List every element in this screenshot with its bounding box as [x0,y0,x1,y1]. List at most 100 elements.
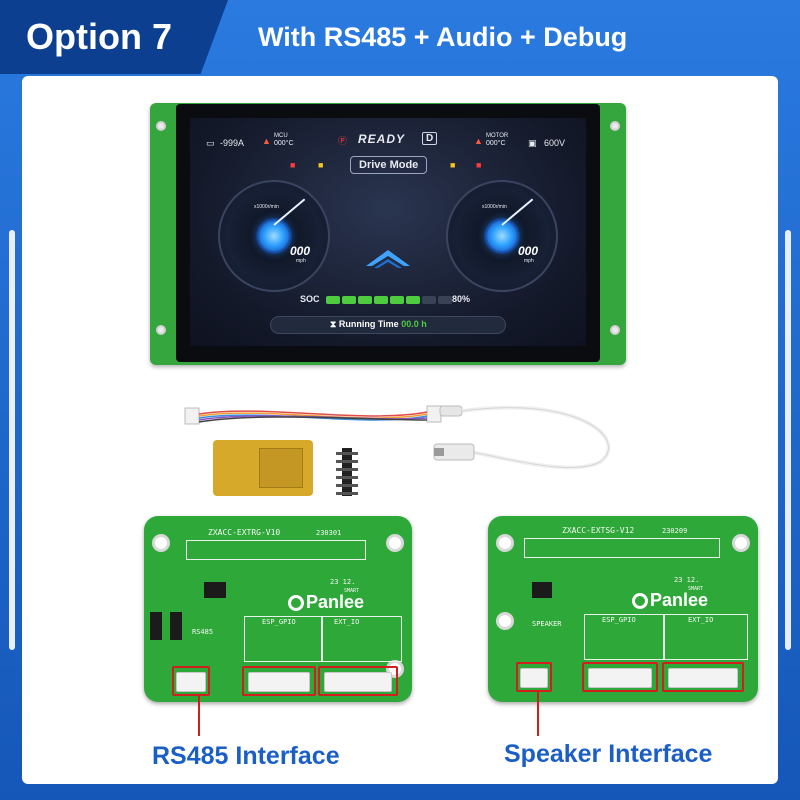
mount-hole [386,534,404,552]
right-gauge: x1000r/min 000 mph [446,180,558,292]
header: Option 7 With RS485 + Audio + Debug [0,0,800,74]
silk-outline [322,616,402,662]
brand-logo: Panlee [632,590,708,611]
board-name: ZXACC-EXTRG-V10 [208,528,281,537]
usb-cable [433,405,611,470]
ready-status: READY [358,132,406,146]
soc-label: SOC [300,294,320,304]
speaker-connector [520,668,548,688]
rs485-interface-caption: RS485 Interface [152,742,340,770]
gauge-value: 000 [290,244,311,258]
logo-icon [632,593,648,610]
board-code: 23 12. [674,576,700,584]
soc-percent: 80% [452,294,471,304]
ext-io-connector [668,668,738,688]
soc-segment [374,296,388,304]
running-time-label: Running Time [338,319,399,329]
thermometer-icon: ▲ [262,136,271,146]
running-time-value: 00.0 [401,319,419,329]
esp-gpio-highlight [582,662,658,692]
board-name: ZXACC-EXTSG-V12 [562,526,635,535]
mount-hole [610,325,620,335]
brand-logo: Panlee [288,592,364,613]
mount-hole [732,534,750,552]
current-readout: -999A [220,138,245,148]
mount-hole [156,121,166,131]
silk-outline [186,540,366,560]
ic-chip [532,582,552,598]
motor-temp: 000°C [486,140,506,147]
soc-segment [390,296,404,304]
silk-outline [244,616,322,662]
soc-segment [422,296,436,304]
soc-bar: SOC 80% [300,294,480,306]
mount-hole [152,534,170,552]
subtitle: With RS485 + Audio + Debug [258,21,628,52]
soc-segment [438,296,452,304]
debug-adapter-board [213,440,313,496]
ext-io-label: EXT_IO [688,616,714,624]
dashboard-screen: ▭ -999A ▲ MCU 000°C Ⓟ READY D ▲ MOTOR 00… [190,118,586,346]
brand-sub: SMART [688,586,704,592]
mount-hole [610,121,620,131]
running-time: ⧗ Running Time 00.0 h [330,319,427,330]
brand-name: Panlee [306,592,365,612]
left-edge-accent [9,230,15,650]
brand-sub: SMART [344,588,360,594]
ext-io-highlight [662,662,744,692]
adapter-connector [259,448,303,488]
alert-icon: ■ [476,160,482,170]
drive-mode-button[interactable]: Drive Mode [350,156,428,174]
rs485-callout-line [198,696,200,736]
gear-indicator: D [422,132,438,145]
silk-outline [524,538,720,558]
mount-hole [496,612,514,630]
ic-chip [170,612,182,640]
running-time-unit: h [421,319,427,329]
ribbon-cable [184,405,442,425]
esp-gpio-highlight [242,666,316,696]
voltage-readout: 600V [544,138,566,148]
esp-gpio-label: ESP_GPIO [602,616,636,624]
speaker-interface-caption: Speaker Interface [504,740,713,768]
motor-label: MOTOR [486,133,509,139]
board-date: 230301 [316,529,342,537]
esp-gpio-label: ESP_GPIO [262,618,296,626]
right-edge-accent [785,230,791,650]
speaker-board: ZXACC-EXTSG-V12 230209 23 12. SMART Panl… [488,516,758,702]
gauge-unit: x1000r/min [254,204,279,210]
parking-icon: Ⓟ [338,136,348,146]
option-label: Option 7 [0,0,228,74]
ext-io-highlight [318,666,398,696]
battery-warning-icon: ■ [318,160,324,170]
esp-gpio-connector [588,668,652,688]
speaker-callout-line [537,692,539,736]
fuel-icon: ■ [450,160,456,170]
ext-io-connector [324,672,392,692]
speed-unit: mph [296,258,306,264]
chevron-up-icon [366,250,410,268]
silk-outline [584,614,664,660]
rs485-connector [176,672,206,692]
speaker-highlight [516,662,552,692]
esp-gpio-connector [248,672,310,692]
left-gauge: x1000r/min 000 mph [218,180,330,292]
rs485-highlight [172,666,210,696]
mount-hole [156,325,166,335]
pin-header [336,448,358,496]
board-code: 23 12. [330,578,356,586]
gauge-core [487,221,517,251]
logo-icon [288,595,304,612]
voltage-icon: ▣ [528,138,537,148]
soc-segment [406,296,420,304]
warning-icon: ■ [290,160,296,170]
ext-io-label: EXT_IO [334,618,360,626]
speed-unit: mph [524,258,534,264]
rs485-board: ZXACC-EXTRG-V10 230301 23 12. SMART Panl… [144,516,412,702]
ic-chip [204,582,226,598]
gauge-core [259,221,289,251]
gauge-value: 000 [518,244,539,258]
soc-segment [358,296,372,304]
mcu-temp: 000°C [274,140,294,147]
rs485-label: RS485 [192,628,214,636]
